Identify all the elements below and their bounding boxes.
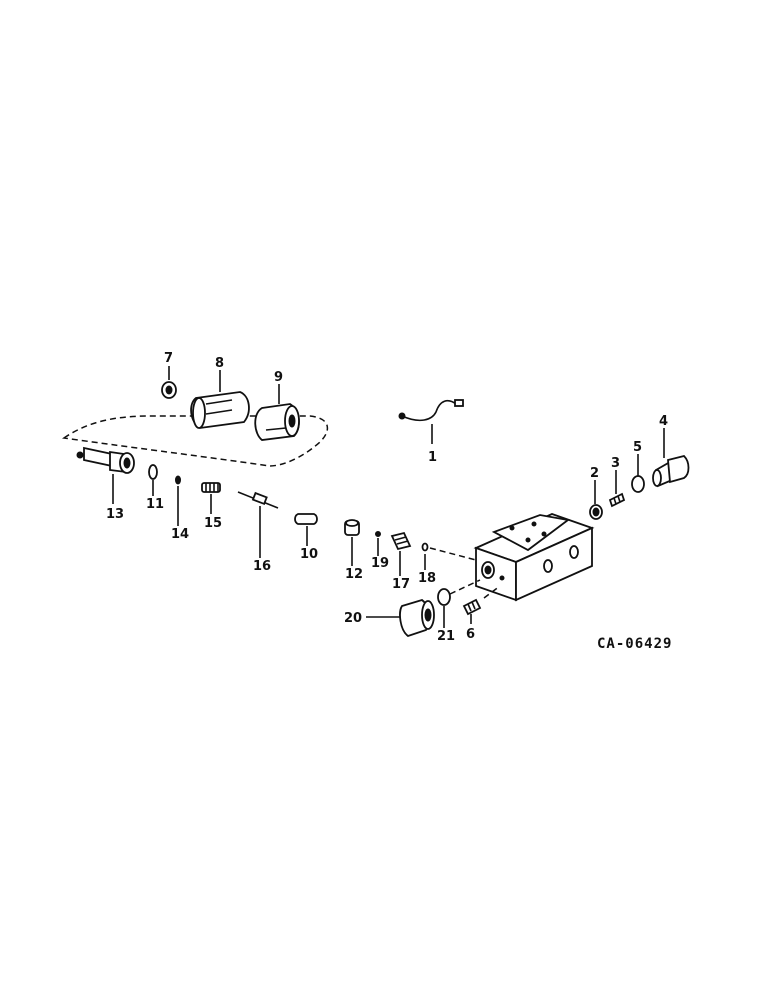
callout-12: 12: [345, 567, 363, 582]
part-11-oring: [148, 464, 158, 480]
callout-21: 21: [437, 629, 455, 644]
part-19-ball: [375, 531, 381, 537]
valve-body: [473, 513, 595, 602]
part-7-nut: [161, 381, 177, 399]
callout-18: 18: [418, 571, 436, 586]
callout-8: 8: [215, 356, 224, 371]
callout-6: 6: [466, 627, 475, 642]
callout-3: 3: [611, 456, 620, 471]
part-13-spool: [76, 446, 135, 474]
callout-2: 2: [590, 466, 599, 481]
callout-1: 1: [428, 450, 437, 465]
part-17-spring: [390, 531, 412, 551]
part-6-screw: [462, 598, 482, 616]
callout-10: 10: [300, 547, 318, 562]
part-21-oring: [437, 588, 451, 606]
part-16-pin: [237, 491, 279, 509]
part-12-cup: [344, 519, 360, 536]
callout-15: 15: [204, 516, 222, 531]
callout-7: 7: [164, 351, 173, 366]
callout-13: 13: [106, 507, 124, 522]
part-15-spring: [201, 482, 221, 493]
part-4-fitting: [652, 455, 690, 488]
part-3-screw: [608, 492, 626, 508]
callout-20: 20: [344, 611, 362, 626]
callout-11: 11: [146, 497, 164, 512]
callout-9: 9: [274, 370, 283, 385]
callout-5: 5: [633, 440, 642, 455]
part-10-plug: [294, 513, 318, 525]
callout-19: 19: [371, 556, 389, 571]
part-8-sleeve: [190, 391, 250, 429]
part-2-nut: [589, 504, 603, 520]
part-1-wire: [398, 399, 464, 422]
part-14-ball: [175, 475, 181, 485]
part-5-oring: [631, 475, 645, 493]
part-18-oring: [421, 542, 429, 552]
part-9-sleeve: [254, 403, 300, 441]
callout-17: 17: [392, 577, 410, 592]
part-20-plug: [399, 599, 435, 638]
callout-4: 4: [659, 414, 668, 429]
drawing-code: CA-06429: [597, 636, 672, 652]
callout-16: 16: [253, 559, 271, 574]
callout-14: 14: [171, 527, 189, 542]
